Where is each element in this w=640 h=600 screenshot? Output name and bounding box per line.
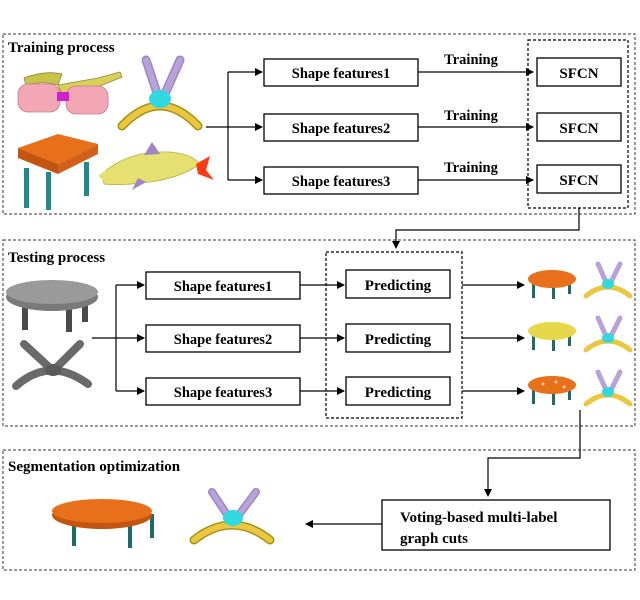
predicting-box-2 [345, 323, 451, 353]
training-feature-box-2 [263, 113, 419, 142]
predicting-label-1: Predicting [365, 278, 432, 294]
table-shape-icon [18, 134, 98, 210]
cross-shape-icon [117, 55, 203, 131]
gray-cross-icon [12, 340, 92, 390]
sfcn-label-3: SFCN [559, 173, 598, 189]
final-table-icon [52, 499, 154, 548]
result-cross-icon-2 [583, 315, 633, 353]
glasses-icon [17, 71, 123, 115]
gray-table-icon [6, 280, 98, 332]
training-feature-label-2: Shape features2 [292, 121, 390, 137]
testing-feature-label-1: Shape features1 [174, 279, 272, 295]
training-edge-label-2: Training [444, 108, 498, 124]
result-cross-icon-1 [583, 261, 633, 299]
sfcn-label-2: SFCN [559, 121, 598, 137]
training-panel [2, 33, 636, 215]
predicting-label-2: Predicting [365, 332, 432, 348]
training-feature-label-1: Shape features1 [292, 66, 390, 82]
results-to-graphcut-connector [484, 410, 581, 497]
graph-cut-box [381, 499, 611, 551]
sfcn-group [527, 39, 629, 209]
testing-feature-box-2 [145, 324, 301, 353]
optimization-panel [2, 449, 636, 571]
training-branch-connectors [206, 68, 263, 184]
result-table-icon-3 [528, 376, 576, 405]
graph-cut-label-line1: Voting-based multi-label [400, 510, 557, 526]
graph-cut-label-line2: graph cuts [400, 531, 468, 547]
sfcn-box-3 [536, 164, 622, 194]
predicting-box-1 [345, 269, 451, 299]
training-title: Training process [8, 40, 115, 56]
testing-feature-box-3 [145, 377, 301, 406]
result-table-icon-1 [528, 270, 576, 299]
training-edge-label-1: Training [444, 52, 498, 68]
predicting-group [325, 251, 463, 419]
testing-feature-label-3: Shape features3 [174, 385, 272, 401]
result-table-icon-2 [528, 322, 576, 351]
final-cross-icon [189, 488, 275, 545]
sfcn-box-1 [536, 57, 622, 87]
testing-title: Testing process [8, 250, 105, 266]
testing-feature-label-2: Shape features2 [174, 332, 272, 348]
testing-panel [2, 239, 636, 427]
optimization-title: Segmentation optimization [8, 459, 181, 475]
predicting-label-3: Predicting [365, 385, 432, 401]
result-cross-icon-3 [583, 369, 633, 407]
sfcn-to-predict-connector [392, 208, 580, 249]
testing-branch-connectors [92, 281, 145, 395]
training-edge-label-3: Training [444, 160, 498, 176]
sfcn-box-2 [536, 112, 622, 142]
training-feature-label-3: Shape features3 [292, 174, 390, 190]
dolphin-shape-icon [98, 142, 214, 190]
training-feature-box-3 [263, 166, 419, 195]
sfcn-label-1: SFCN [559, 66, 598, 82]
predicting-box-3 [345, 376, 451, 406]
